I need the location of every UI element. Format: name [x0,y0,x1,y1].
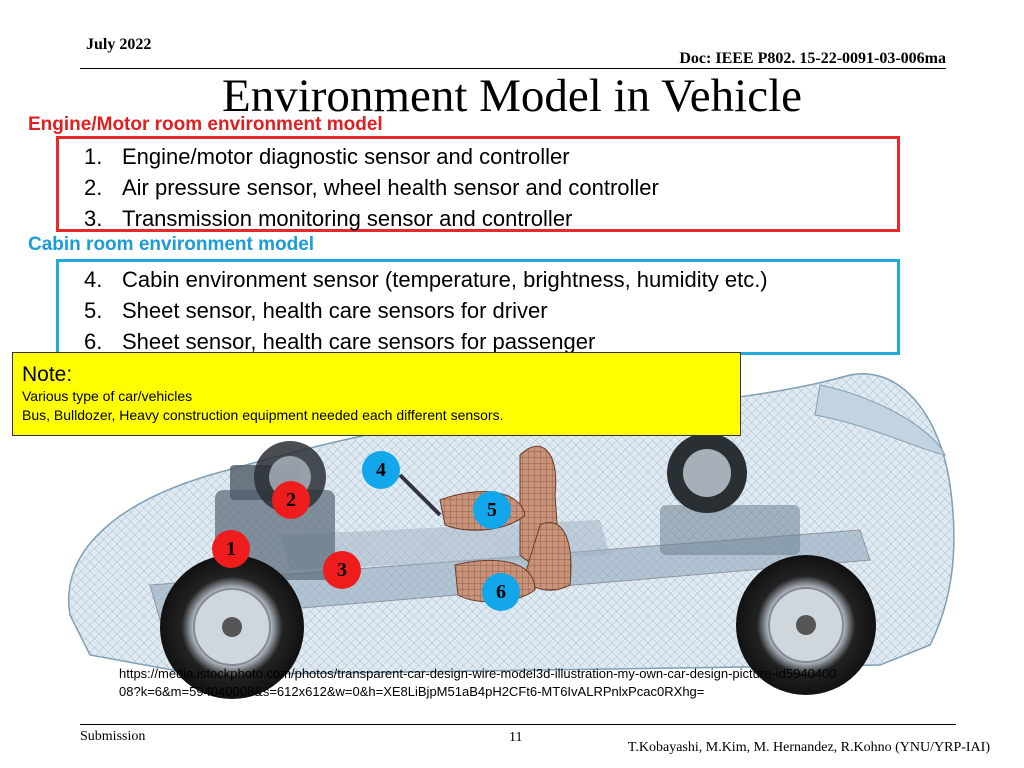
list-item-text: Sheet sensor, health care sensors for dr… [122,298,548,323]
sensor-marker-4: 4 [362,451,400,489]
sensor-marker-3: 3 [323,551,361,589]
list-item: 4. Cabin environment sensor (temperature,… [84,267,768,293]
cabin-section-heading: Cabin room environment model [28,234,315,255]
engine-items-box [56,136,900,232]
list-item-number: 4. [84,267,103,292]
list-item-text: Transmission monitoring sensor and contr… [122,206,573,231]
footer-submission: Submission [80,729,146,744]
header-date: July 2022 [86,36,152,53]
image-source-link[interactable]: https://media.istockphoto.com/photos/tra… [119,666,837,699]
list-item: 1. Engine/motor diagnostic sensor and con… [84,144,570,170]
list-item-number: 1. [84,144,103,169]
sensor-marker-2: 2 [272,481,310,519]
sensor-marker-1: 1 [212,530,250,568]
list-item-text: Sheet sensor, health care sensors for pa… [122,329,596,354]
note-title: Note: [22,363,73,386]
header-doc-id: Doc: IEEE P802. 15-22-0091-03-006ma [679,50,946,67]
slide-title: Environment Model in Vehicle [222,70,802,122]
list-item-text: Cabin environment sensor (temperature, b… [122,267,768,292]
list-item: 5. Sheet sensor, health care sensors for … [84,298,548,324]
list-item-text: Air pressure sensor, wheel health sensor… [122,175,659,200]
list-item: 2. Air pressure sensor, wheel health sens… [84,175,659,201]
list-item-number: 6. [84,329,103,354]
list-item-number: 2. [84,175,103,200]
list-item-text: Engine/motor diagnostic sensor and contr… [122,144,570,169]
footer-authors: T.Kobayashi, M.Kim, M. Hernandez, R.Kohn… [627,740,990,755]
sensor-marker-5: 5 [473,491,511,529]
note-callout: Note: Various type of car/vehicles Bus, … [12,352,741,436]
list-item-number: 5. [84,298,103,323]
engine-section-heading: Engine/Motor room environment model [28,114,383,135]
list-item: 6. Sheet sensor, health care sensors for … [84,329,595,355]
page-number: 11 [509,730,523,745]
header-divider [80,68,946,69]
sensor-marker-6: 6 [482,573,520,611]
note-line: Bus, Bulldozer, Heavy construction equip… [22,407,504,423]
list-item-number: 3. [84,206,103,231]
note-line: Various type of car/vehicles [22,388,193,404]
list-item: 3. Transmission monitoring sensor and con… [84,206,572,232]
footer-divider [80,724,956,725]
